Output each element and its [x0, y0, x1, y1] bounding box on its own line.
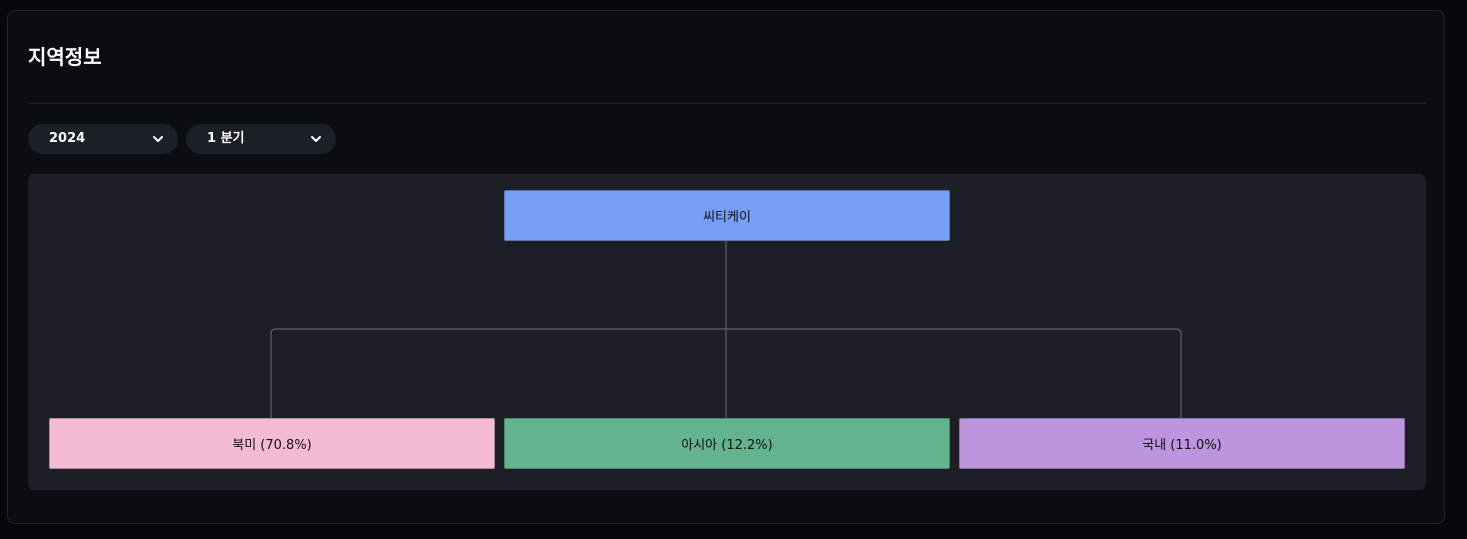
- tree-connectors: [270, 241, 1182, 419]
- chevron-down-icon: [153, 136, 163, 142]
- quarter-select-value: 1 분기: [207, 131, 245, 146]
- tree-node-label: 북미 (70.8%): [232, 438, 312, 453]
- tree-node-root-label: 씨티케이: [703, 210, 751, 225]
- chevron-down-icon: [311, 136, 321, 142]
- page-title: 지역정보: [28, 45, 102, 69]
- divider: [28, 103, 1426, 104]
- region-info-card: 지역정보 2024 1 분기 씨티케이 북미 (70.8%) 아시아 (12.2…: [7, 10, 1445, 524]
- quarter-select[interactable]: 1 분기: [186, 124, 336, 154]
- tree-node-root[interactable]: 씨티케이: [504, 190, 950, 241]
- tree-node-label: 아시아 (12.2%): [681, 438, 773, 453]
- tree-node-domestic[interactable]: 국내 (11.0%): [959, 418, 1405, 469]
- year-select-value: 2024: [49, 131, 86, 146]
- org-tree-diagram: 씨티케이 북미 (70.8%) 아시아 (12.2%) 국내 (11.0%): [28, 174, 1426, 490]
- year-select[interactable]: 2024: [28, 124, 178, 154]
- tree-node-label: 국내 (11.0%): [1142, 438, 1222, 453]
- tree-node-asia[interactable]: 아시아 (12.2%): [504, 418, 950, 469]
- tree-node-north-america[interactable]: 북미 (70.8%): [49, 418, 495, 469]
